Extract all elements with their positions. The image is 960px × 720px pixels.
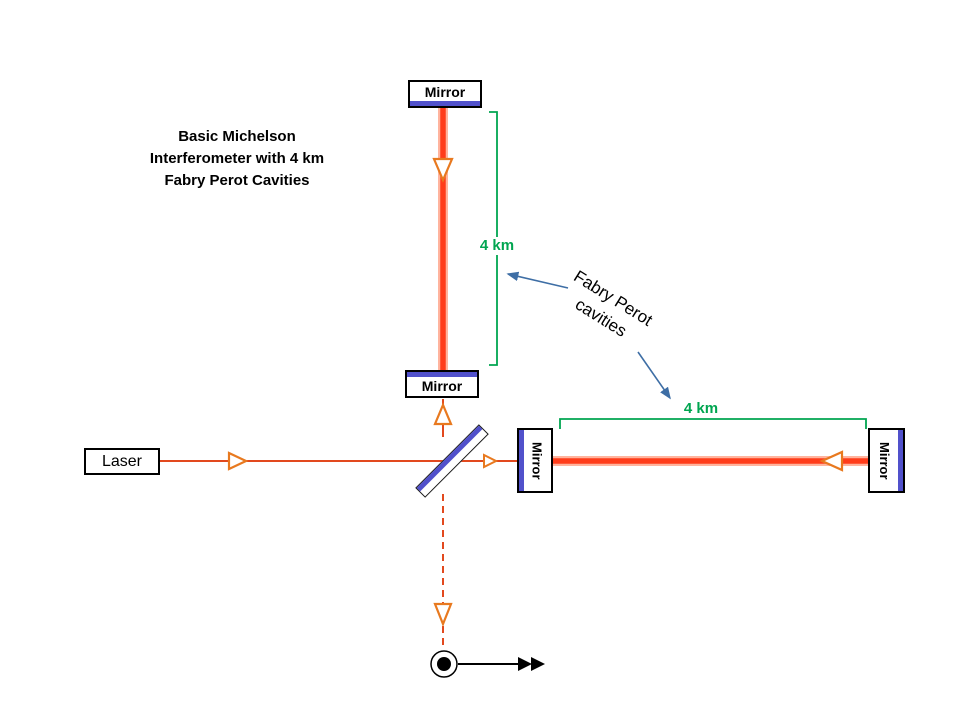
mirror-horizontal-far-label: Mirror [877,441,892,480]
mirror-coating-stripe [519,430,524,491]
photodetector-core [437,657,451,671]
mirror-horizontal-inner: Mirror [517,428,553,493]
arm-length-label-horizontal: 4 km [676,400,726,418]
mirror-coating-stripe [410,101,480,106]
mirror-horizontal-inner-label: Mirror [529,441,545,480]
beam-arrowhead-up-icon [433,402,453,426]
mirror-vertical-inner-label: Mirror [421,378,463,394]
title-line-2: Interferometer with 4 km [149,150,325,167]
mirror-vertical-inner: Mirror [405,370,479,398]
title-line-1: Basic Michelson [178,128,296,145]
arm-length-label-vertical: 4 km [472,237,522,255]
mirror-horizontal-far: Mirror [868,428,905,493]
pointer-arrow-to-vertical-bracket [506,271,569,289]
title-line-3: Fabry Perot Cavities [164,172,310,189]
beam-arrowhead-left-icon [819,450,844,472]
beam-arrowhead-down-dashed-icon [433,602,453,627]
beam-arrowhead-right-laser-icon [227,451,249,471]
mirror-top: Mirror [408,80,482,108]
laser-label: Laser [101,452,143,470]
mirror-top-label: Mirror [424,84,466,100]
mirror-coating-stripe [407,372,477,377]
detector-output-arrowhead-icon [518,657,532,671]
laser-box: Laser [84,448,160,475]
beam-arrowhead-down-icon [432,157,454,183]
beam-arrowhead-right-small-icon [483,453,499,469]
detector-output-arrowhead2-icon [531,657,545,671]
horizontal-arm-bracket [559,418,867,429]
mirror-coating-stripe [898,430,903,491]
diagram-title: Basic Michelson Interferometer with 4 km… [128,126,346,192]
pointer-arrow-to-horizontal-bracket [637,351,671,400]
